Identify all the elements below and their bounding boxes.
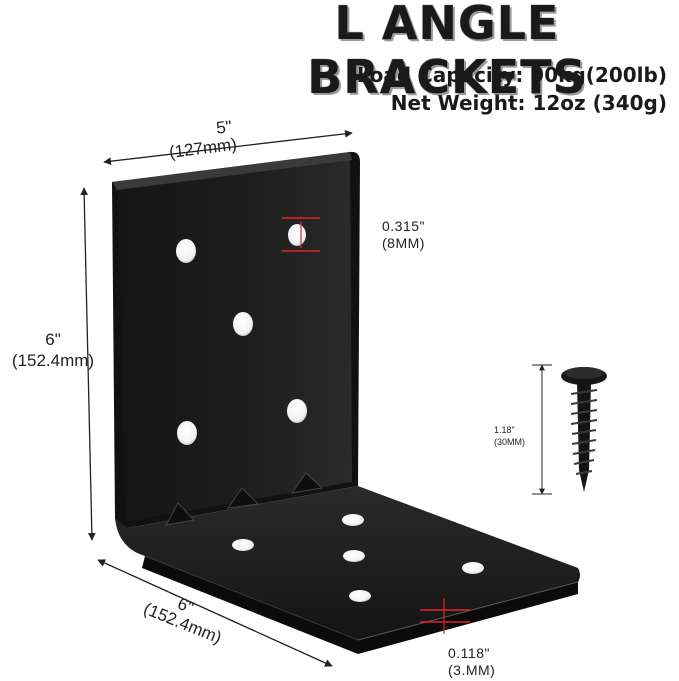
hole-diameter-marker bbox=[282, 217, 320, 252]
thickness-mm-label: (3.MM) bbox=[448, 662, 496, 678]
thickness-inch-label: 0.118" bbox=[448, 645, 490, 661]
hole-mm-label: (8MM) bbox=[382, 235, 425, 251]
base-plate-holes bbox=[232, 514, 484, 602]
hole bbox=[287, 399, 307, 423]
hole-inch-label: 0.315" bbox=[382, 218, 426, 234]
screw-inch-label: 1.18" bbox=[494, 425, 515, 435]
stiffener-ribs bbox=[165, 472, 324, 526]
height-mm-label: (152.4mm) bbox=[11, 351, 95, 370]
screw-image bbox=[561, 367, 607, 492]
height-dimension-line bbox=[80, 187, 96, 541]
hole bbox=[349, 590, 371, 602]
hole bbox=[177, 421, 197, 445]
screw-mm-label: (30MM) bbox=[494, 437, 525, 447]
product-title: L ANGLE BRACKETS bbox=[307, 0, 587, 104]
width-dimension-line bbox=[103, 129, 353, 166]
height-inch-label: 6" bbox=[45, 330, 61, 349]
hole bbox=[176, 239, 196, 263]
hole bbox=[462, 562, 484, 574]
vertical-plate bbox=[112, 151, 360, 529]
net-weight-text: Net Weight: 12oz (340g) bbox=[390, 91, 667, 115]
hole bbox=[288, 224, 306, 246]
depth-dimension-line bbox=[97, 559, 333, 667]
hole bbox=[232, 539, 254, 551]
hole bbox=[343, 550, 365, 562]
thickness-marker bbox=[420, 598, 470, 634]
hole bbox=[233, 312, 253, 336]
load-capacity-text: Load Capacity: 90kg(200lb) bbox=[356, 63, 667, 87]
hole bbox=[342, 514, 364, 526]
